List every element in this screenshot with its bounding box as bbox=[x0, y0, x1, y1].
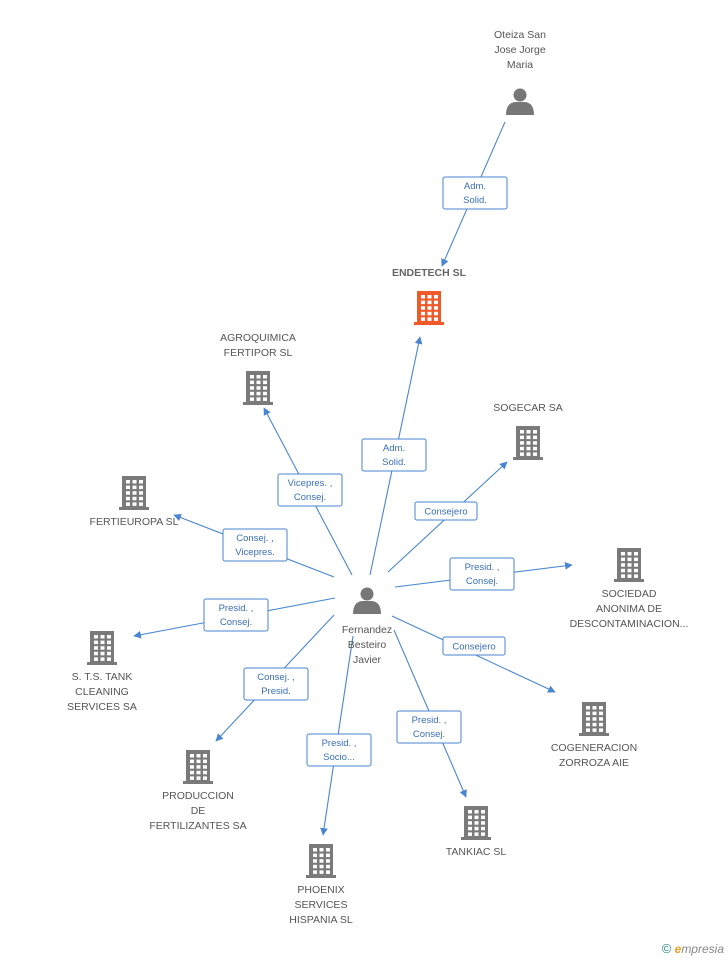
building-icon bbox=[306, 844, 336, 878]
node-label: DE bbox=[191, 805, 206, 817]
node-label: ZORROZA AIE bbox=[559, 757, 629, 769]
edge-label-text: Adm. bbox=[383, 443, 405, 454]
node-label: AGROQUIMICA bbox=[220, 332, 296, 344]
edge-fernandez-agroquimica: Vicepres. , Consej. bbox=[263, 407, 353, 576]
edge-label-box[interactable] bbox=[203, 598, 269, 632]
edge-label-text: Adm. bbox=[464, 181, 486, 192]
building-icon bbox=[243, 371, 273, 405]
person-icon bbox=[353, 587, 381, 614]
edge-fernandez-sts: Presid. , Consej. bbox=[133, 597, 336, 639]
node-label: CLEANING bbox=[75, 686, 129, 698]
node-agroquimica[interactable]: AGROQUIMICA FERTIPOR SL bbox=[220, 332, 296, 405]
building-icon bbox=[513, 426, 543, 460]
node-label: Maria bbox=[507, 59, 533, 71]
building-icon bbox=[87, 631, 117, 665]
node-label: S. T.S. TANK bbox=[72, 671, 133, 683]
node-label: FERTILIZANTES SA bbox=[149, 820, 246, 832]
node-fertieuropa[interactable]: FERTIEUROPA SL bbox=[90, 476, 179, 528]
edge-label-box[interactable] bbox=[396, 710, 462, 744]
edge-oteiza-endetech: Adm. Solid. bbox=[441, 121, 508, 267]
edge-label-text: Consej. bbox=[413, 729, 445, 740]
edge-label-box[interactable] bbox=[414, 501, 478, 521]
edge-label-text: Consej. bbox=[294, 492, 326, 503]
node-sociedad[interactable]: SOCIEDAD ANONIMA DE DESCONTAMINACION... bbox=[570, 548, 689, 630]
edge-label-text: Socio... bbox=[323, 752, 355, 763]
node-tankiac[interactable]: TANKIAC SL bbox=[446, 806, 507, 858]
node-phoenix[interactable]: PHOENIX SERVICES HISPANIA SL bbox=[289, 844, 353, 926]
edge-label-text: Consej. , bbox=[236, 533, 274, 544]
node-label: COGENERACION bbox=[551, 742, 637, 754]
node-label: Fernandez bbox=[342, 624, 392, 636]
node-label: Oteiza San bbox=[494, 29, 546, 41]
building-icon bbox=[579, 702, 609, 736]
node-cogeneracion[interactable]: COGENERACION ZORROZA AIE bbox=[551, 702, 637, 769]
node-label: FERTIEUROPA SL bbox=[90, 516, 179, 528]
node-label: FERTIPOR SL bbox=[224, 347, 293, 359]
edge-label-text: Solid. bbox=[382, 457, 406, 468]
node-label: SERVICES bbox=[295, 899, 348, 911]
node-label: SOGECAR SA bbox=[493, 402, 562, 414]
edges-layer: Adm.Solid.Adm.Solid.Vicepres. ,Consej.Co… bbox=[133, 121, 573, 836]
node-label: PRODUCCION bbox=[162, 790, 234, 802]
edge-label-box[interactable] bbox=[361, 438, 427, 472]
node-endetech[interactable]: ENDETECH SL bbox=[392, 267, 467, 325]
edge-label-text: Consej. bbox=[220, 617, 252, 628]
building-icon bbox=[414, 291, 444, 325]
node-sts[interactable]: S. T.S. TANK CLEANING SERVICES SA bbox=[67, 631, 137, 713]
node-label: SERVICES SA bbox=[67, 701, 137, 713]
edge-label-text: Presid. bbox=[261, 686, 291, 697]
node-label: DESCONTAMINACION... bbox=[570, 618, 689, 630]
node-label: PHOENIX bbox=[297, 884, 344, 896]
edge-label-text: Vicepres. , bbox=[288, 478, 333, 489]
edge-label-text: Vicepres. bbox=[235, 547, 274, 558]
node-label: ANONIMA DE bbox=[596, 603, 662, 615]
brand-logo-text: mpresia bbox=[681, 942, 724, 956]
edge-label-box[interactable] bbox=[243, 667, 309, 701]
footer-brand: © empresia bbox=[662, 941, 724, 956]
edge-fernandez-sogecar: Consejero bbox=[387, 461, 508, 573]
edge-fernandez-sociedad: Presid. , Consej. bbox=[394, 557, 573, 591]
node-label: TANKIAC SL bbox=[446, 846, 507, 858]
person-icon bbox=[506, 88, 534, 115]
edge-label-box[interactable] bbox=[442, 636, 506, 656]
node-label: HISPANIA SL bbox=[289, 914, 353, 926]
edge-fernandez-endetech: Adm. Solid. bbox=[361, 336, 427, 576]
node-produccion[interactable]: PRODUCCION DE FERTILIZANTES SA bbox=[149, 750, 247, 832]
edge-label-box[interactable] bbox=[449, 557, 515, 591]
node-label: Javier bbox=[353, 654, 382, 666]
edge-fernandez-produccion: Consej. , Presid. bbox=[215, 614, 335, 742]
edge-label-text: Presid. , bbox=[412, 715, 447, 726]
edge-fernandez-fertieuropa: Consej. , Vicepres. bbox=[173, 513, 335, 578]
brand-logo-initial: e bbox=[674, 942, 682, 956]
building-icon bbox=[183, 750, 213, 784]
edge-label-text: Presid. , bbox=[322, 738, 357, 749]
edge-label-box[interactable] bbox=[277, 473, 343, 507]
edge-label-box[interactable] bbox=[222, 528, 288, 562]
copyright-icon: © bbox=[661, 941, 672, 956]
building-icon bbox=[119, 476, 149, 510]
edge-label-text: Consejero bbox=[424, 507, 467, 518]
edge-label-text: Solid. bbox=[463, 195, 487, 206]
edge-fernandez-tankiac: Presid. , Consej. bbox=[393, 629, 467, 798]
edge-label-text: Presid. , bbox=[465, 562, 500, 573]
building-icon bbox=[461, 806, 491, 840]
edge-label-text: Consejero bbox=[452, 642, 495, 653]
edge-label-text: Consej. bbox=[466, 576, 498, 587]
edge-label-text: Presid. , bbox=[219, 603, 254, 614]
node-sogecar[interactable]: SOGECAR SA bbox=[493, 402, 563, 460]
edge-label-text: Consej. , bbox=[257, 672, 295, 683]
edge-fernandez-cogeneracion: Consejero bbox=[391, 615, 556, 693]
edge-label-box[interactable] bbox=[306, 733, 372, 767]
building-icon bbox=[614, 548, 644, 582]
node-label: ENDETECH SL bbox=[392, 267, 467, 279]
node-label: Jose Jorge bbox=[494, 44, 546, 56]
node-label: Besteiro bbox=[348, 639, 387, 651]
edge-fernandez-phoenix: Presid. , Socio... bbox=[306, 635, 372, 836]
edge-label-box[interactable] bbox=[442, 176, 508, 210]
node-label: SOCIEDAD bbox=[602, 588, 657, 600]
